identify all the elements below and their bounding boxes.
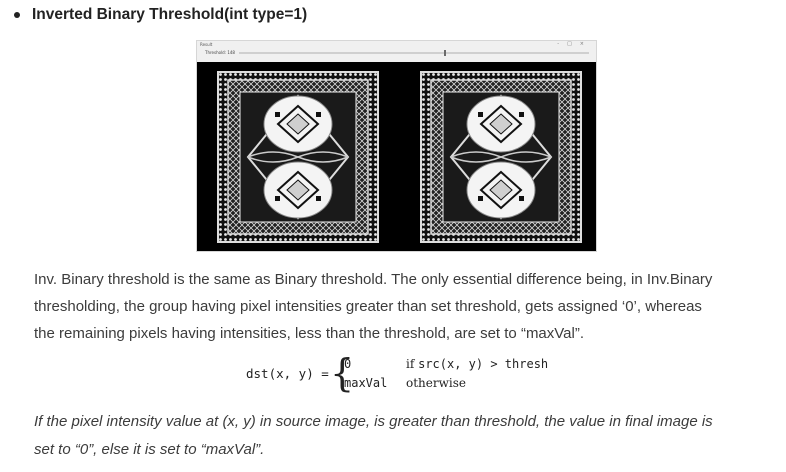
formula-lhs: dst(x, y) = <box>246 366 329 381</box>
paragraph-line: Inv. Binary threshold is the same as Bin… <box>34 271 713 288</box>
trackbar <box>239 50 589 56</box>
minimize-icon: - <box>557 41 568 47</box>
window-controls: -□× <box>557 41 592 47</box>
case1-cond-prefix: if <box>406 357 415 371</box>
case1-value: 0 <box>344 357 352 371</box>
playing-cards-image <box>217 71 582 243</box>
paragraph-line: thresholding, the group having pixel int… <box>34 298 702 315</box>
note-line: set to “0”, else it is set to “maxVal”. <box>34 441 265 458</box>
note-line: If the pixel intensity value at (x, y) i… <box>34 413 713 430</box>
window-title: Result <box>200 42 213 47</box>
threshold-formula: dst(x, y) = { 0 maxVal if src(x, y) > th… <box>240 352 548 396</box>
threshold-result-screenshot: Result -□× Threshold: 148 <box>196 40 597 252</box>
section-heading: Inverted Binary Threshold(int type=1) <box>14 6 307 24</box>
trackbar-thumb <box>444 50 446 56</box>
left-brace-icon: { <box>330 351 355 395</box>
italic-note: If the pixel intensity value at (x, y) i… <box>34 408 764 464</box>
thresholded-image <box>197 62 596 251</box>
heading-text: Inverted Binary Threshold(int type=1) <box>32 6 308 23</box>
close-icon: × <box>579 41 592 47</box>
case1-cond-expr: src(x, y) > thresh <box>418 357 549 371</box>
bullet-icon <box>14 12 20 18</box>
case1-condition: if src(x, y) > thresh <box>406 357 548 371</box>
maximize-icon: □ <box>567 41 580 47</box>
case2-value: maxVal <box>344 376 388 390</box>
paragraph-line: the remaining pixels having intensities,… <box>34 325 585 342</box>
card-right <box>420 71 582 243</box>
card-left <box>217 71 379 243</box>
trackbar-label: Threshold: 148 <box>205 50 235 55</box>
case2-condition: otherwise <box>406 376 466 390</box>
window-titlebar: Result -□× <box>197 41 596 49</box>
explanation-paragraph: Inv. Binary threshold is the same as Bin… <box>34 266 764 347</box>
